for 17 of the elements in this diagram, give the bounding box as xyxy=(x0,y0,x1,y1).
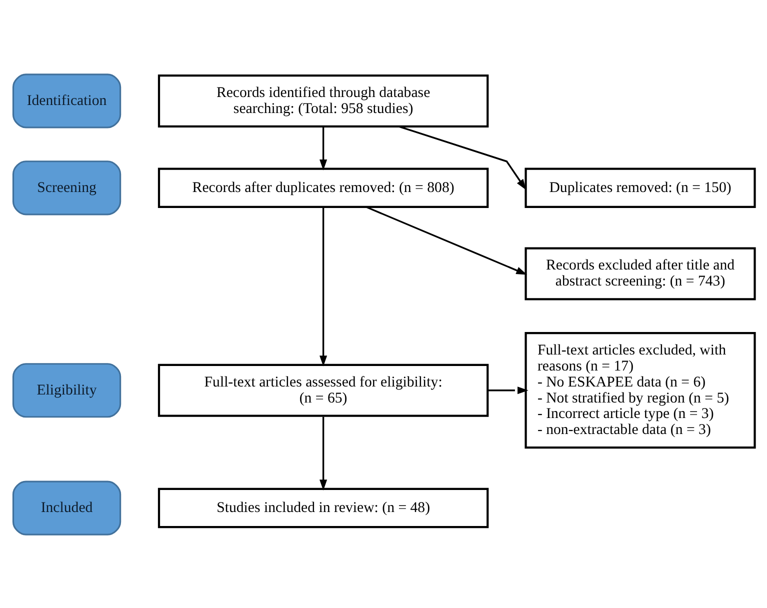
node-box: Included xyxy=(12,480,121,535)
node-box: Full-text articles assessed for eligibility: (n = 65) xyxy=(157,363,488,416)
arrow xyxy=(319,208,327,366)
node-box: Studies included in review: (n = 48) xyxy=(157,487,488,528)
node-box: Records identified through database searching: (Total: 958 studies) xyxy=(157,74,488,127)
arrow xyxy=(319,126,327,170)
node-box: Eligibility xyxy=(12,362,121,418)
arrow xyxy=(487,386,528,394)
node-box: Screening xyxy=(12,160,121,215)
node-box: Identification xyxy=(12,73,121,128)
arrow xyxy=(366,206,527,274)
node-box: Records after duplicates removed: (n = 808) xyxy=(157,167,488,208)
node-box: Records excluded after title and abstract screening: (n = 743) xyxy=(524,246,756,300)
node-box: Full-text articles excluded, with reasons (n = 17) - No ESKAPEE data (n = 6) - Not stratified by region (n = 5) - Incorrect article type (n = 3) - non-extractable data (n = 3) xyxy=(524,332,756,448)
arrow xyxy=(319,416,327,490)
node-box: Duplicates removed: (n = 150) xyxy=(524,167,756,208)
arrow xyxy=(398,125,526,190)
